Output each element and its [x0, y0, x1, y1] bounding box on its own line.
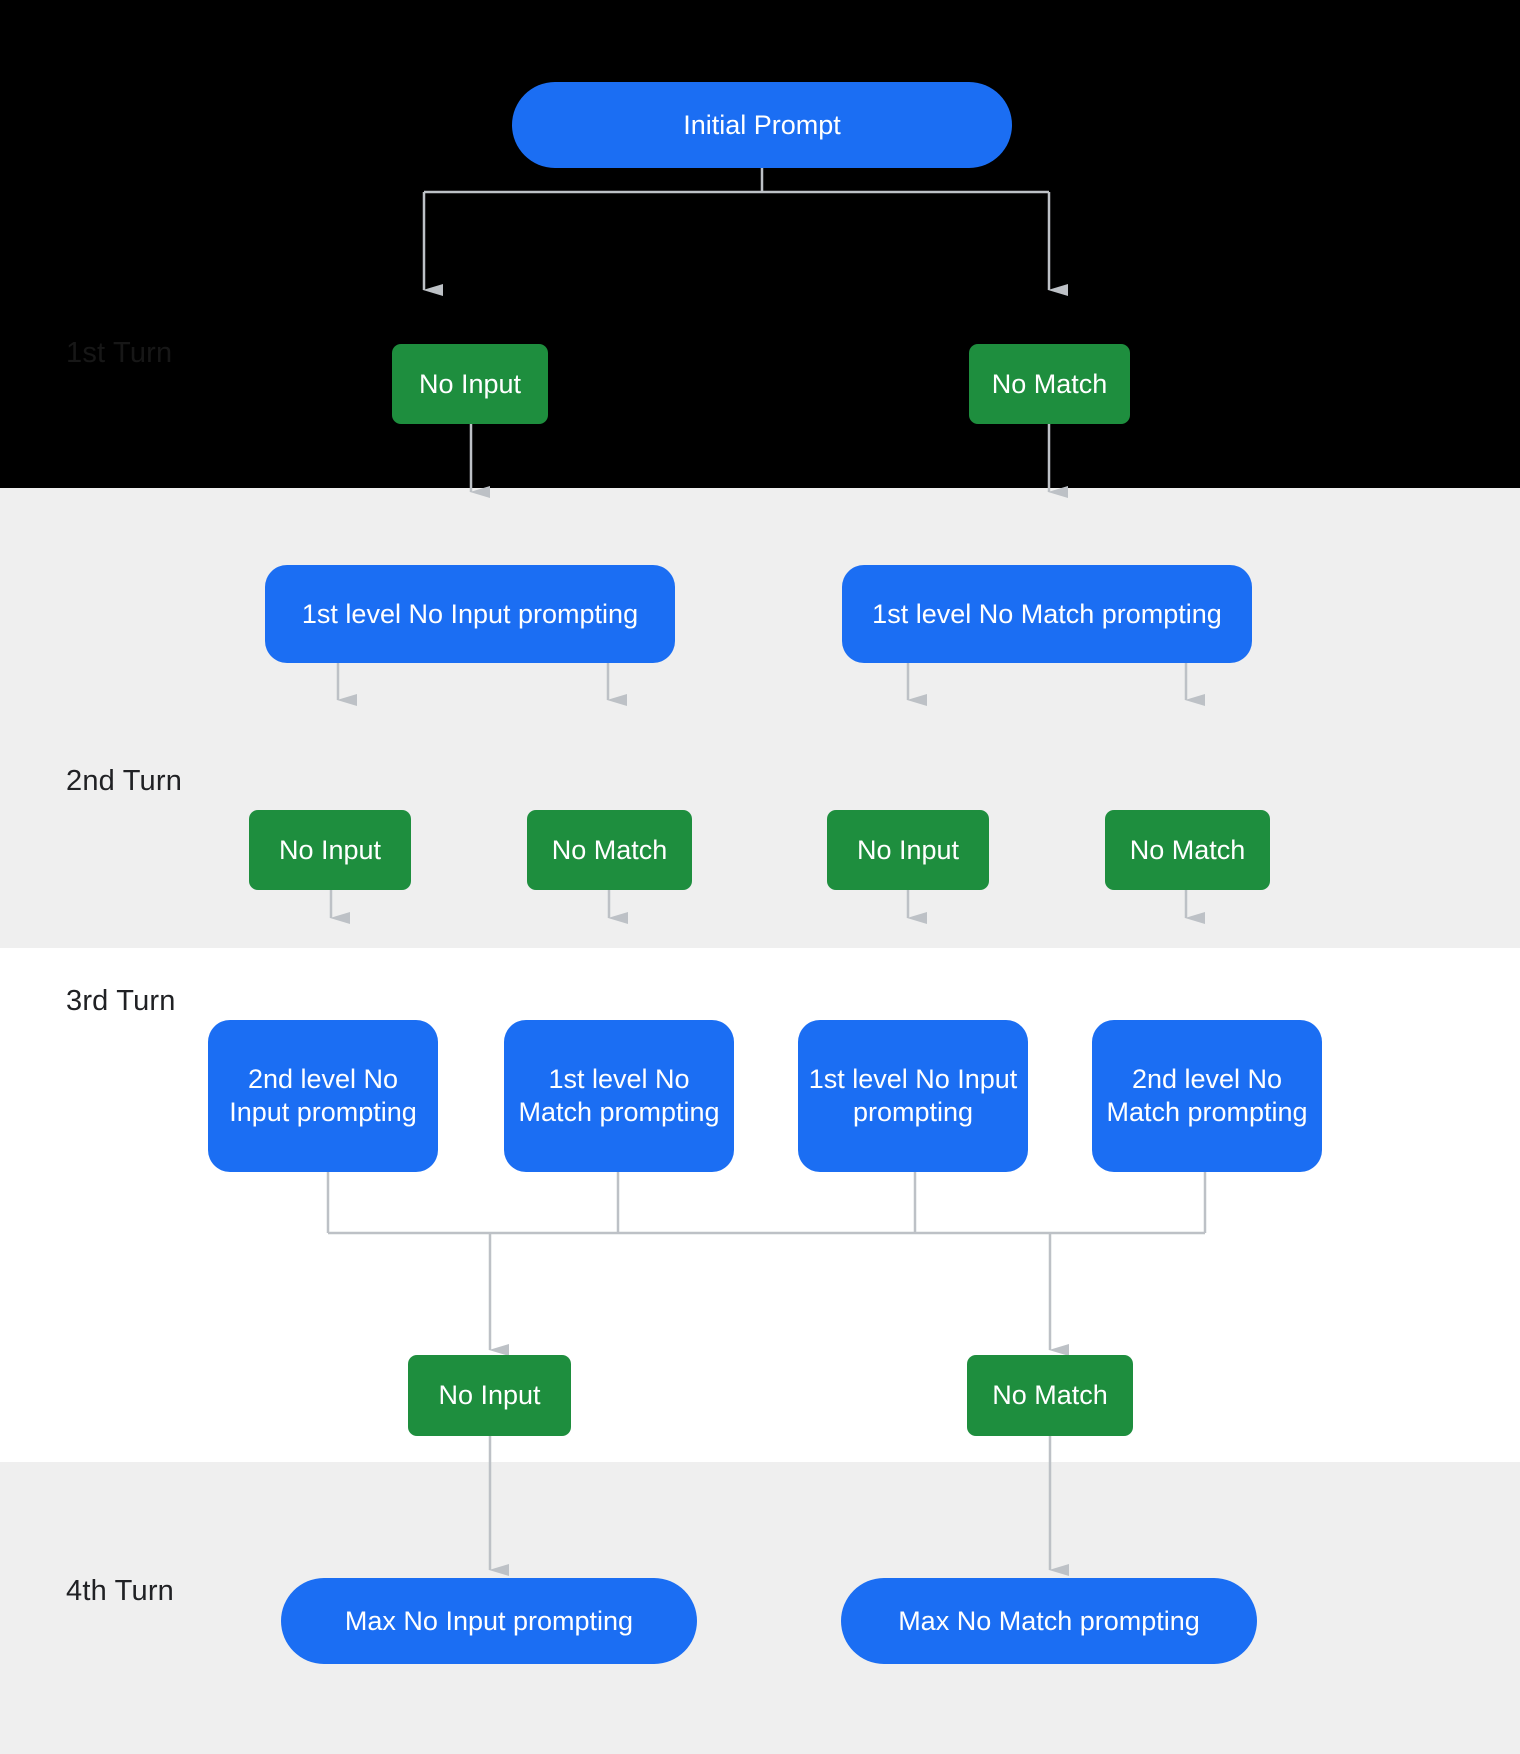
node-3rd-turn-2nd-level-no-match-prompting[interactable]: 2nd level No Match prompting [1092, 1020, 1322, 1172]
node-4th-turn-max-no-input-prompting[interactable]: Max No Input prompting [281, 1578, 697, 1664]
node-2nd-turn-1st-level-no-input-prompting[interactable]: 1st level No Input prompting [265, 565, 675, 663]
node-2nd-turn-1st-level-no-match-prompting[interactable]: 1st level No Match prompting [842, 565, 1252, 663]
node-3rd-turn-1st-level-no-input-prompting[interactable]: 1st level No Input prompting [798, 1020, 1028, 1172]
node-3rd-turn-2nd-level-no-input-prompting[interactable]: 2nd level No Input prompting [208, 1020, 438, 1172]
node-1st-turn-no-input[interactable]: No Input [392, 344, 548, 424]
turn-label-2nd: 2nd Turn [66, 765, 183, 797]
band-1st-turn [0, 0, 1520, 488]
band-2nd-turn [0, 488, 1520, 948]
node-3rd-turn-no-match[interactable]: No Match [967, 1355, 1133, 1436]
node-3rd-turn-1st-level-no-match-prompting[interactable]: 1st level No Match prompting [504, 1020, 734, 1172]
node-2nd-turn-no-match-left[interactable]: No Match [527, 810, 692, 890]
band-4th-turn [0, 1462, 1520, 1754]
node-2nd-turn-no-input-right[interactable]: No Input [827, 810, 989, 890]
node-4th-turn-max-no-match-prompting[interactable]: Max No Match prompting [841, 1578, 1257, 1664]
turn-label-3rd: 3rd Turn [66, 985, 176, 1017]
node-1st-turn-no-match[interactable]: No Match [969, 344, 1130, 424]
node-2nd-turn-no-match-right[interactable]: No Match [1105, 810, 1270, 890]
node-3rd-turn-no-input[interactable]: No Input [408, 1355, 571, 1436]
turn-label-4th: 4th Turn [66, 1575, 174, 1607]
turn-label-1st: 1st Turn [66, 337, 173, 369]
node-initial-prompt[interactable]: Initial Prompt [512, 82, 1012, 168]
node-2nd-turn-no-input-left[interactable]: No Input [249, 810, 411, 890]
